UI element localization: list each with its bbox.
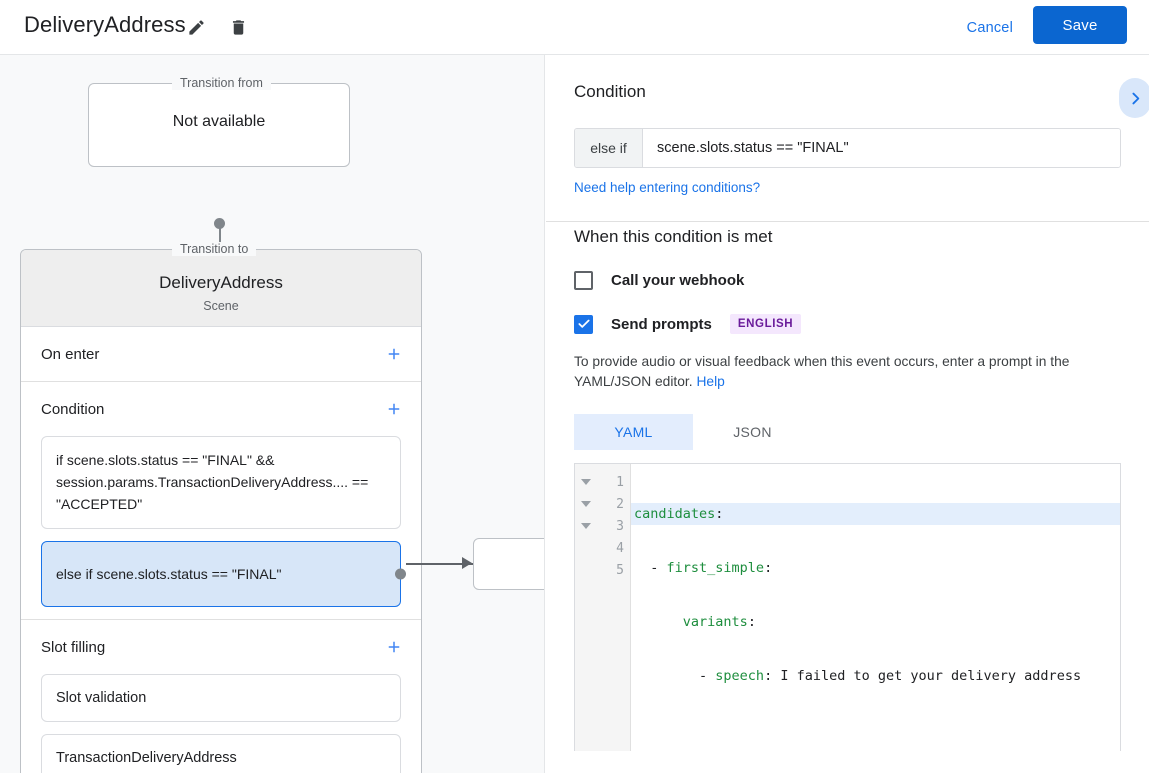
code-line[interactable]: [631, 719, 1120, 741]
scene-type: Scene: [203, 299, 239, 313]
edge-arrow-icon: [462, 557, 472, 569]
section-title: Condition: [41, 400, 105, 418]
code-indent: [634, 560, 650, 576]
top-app-bar: DeliveryAddress Cancel Save: [0, 0, 1149, 55]
fold-arrow-icon[interactable]: [581, 523, 591, 529]
yaml-editor[interactable]: 1 2 3 4 5 candidates: -: [574, 463, 1121, 751]
prompts-description: To provide audio or visual feedback when…: [574, 352, 1121, 392]
code-line[interactable]: variants:: [631, 611, 1120, 633]
plus-icon[interactable]: [381, 341, 407, 367]
section-title: On enter: [41, 345, 100, 363]
connector-dot: [394, 568, 406, 580]
condition-field-row: else if: [574, 128, 1121, 168]
transition-from-legend: Transition from: [172, 76, 271, 90]
code-colon: :: [764, 668, 773, 684]
fold-arrow-icon[interactable]: [581, 501, 591, 507]
send-prompts-label: Send prompts: [611, 315, 712, 333]
code-indent: [634, 614, 683, 630]
slot-item[interactable]: Slot validation: [41, 674, 401, 722]
condition-heading: Condition: [574, 82, 646, 101]
page-title: DeliveryAddress: [24, 12, 186, 37]
code-line[interactable]: candidates:: [631, 503, 1120, 525]
code-dash: -: [650, 560, 667, 576]
save-button[interactable]: Save: [1033, 6, 1127, 44]
flow-canvas[interactable]: Transition from Not available Transition…: [0, 55, 545, 773]
webhook-row: Call your webhook: [574, 271, 1121, 290]
code-key: speech: [715, 668, 765, 684]
plus-icon[interactable]: [381, 396, 407, 422]
condition-prefix: else if: [575, 129, 643, 167]
details-panel: Condition else if Need help entering con…: [546, 55, 1149, 773]
gutter-row[interactable]: 2: [575, 493, 630, 515]
section-slot-filling: Slot filling Slot validation Transaction…: [21, 620, 421, 773]
plus-icon[interactable]: [381, 634, 407, 660]
condition-help-link[interactable]: Need help entering conditions?: [574, 180, 761, 195]
line-number: 3: [616, 518, 624, 534]
tab-yaml[interactable]: YAML: [574, 414, 693, 450]
transition-to-legend: Transition to: [172, 242, 257, 256]
section-condition: Condition if scene.slots.status == "FINA…: [21, 382, 421, 620]
condition-item-selected[interactable]: else if scene.slots.status == "FINAL": [41, 541, 406, 607]
section-header-on-enter: On enter: [21, 327, 421, 381]
section-header-condition: Condition: [21, 382, 421, 436]
prompts-description-text: To provide audio or visual feedback when…: [574, 354, 1070, 389]
section-title: Slot filling: [41, 638, 106, 656]
editor-code-area[interactable]: candidates: - first_simple: variants: - …: [631, 464, 1120, 751]
cancel-button[interactable]: Cancel: [959, 13, 1021, 43]
call-webhook-checkbox[interactable]: [574, 271, 593, 290]
code-value: I failed to get your delivery address: [772, 668, 1082, 684]
line-number: 1: [616, 474, 624, 490]
pencil-icon[interactable]: [182, 13, 210, 41]
section-on-enter: On enter: [21, 327, 421, 382]
scene-header[interactable]: DeliveryAddress Scene: [21, 250, 421, 327]
condition-input[interactable]: [643, 129, 1120, 167]
transition-to-card: Transition to DeliveryAddress Scene On e…: [20, 242, 422, 773]
transition-from-card[interactable]: Transition from Not available: [88, 76, 350, 167]
language-chip: ENGLISH: [729, 314, 802, 334]
code-line[interactable]: - first_simple:: [631, 557, 1120, 579]
code-key: candidates: [634, 506, 716, 522]
gutter-row[interactable]: 3: [575, 515, 630, 537]
gutter-row[interactable]: 4: [575, 537, 630, 559]
edge-line: [406, 563, 476, 565]
gutter-row[interactable]: 5: [575, 559, 630, 581]
when-condition-met-section: When this condition is met Call your web…: [546, 197, 1149, 751]
code-key: variants: [682, 614, 748, 630]
call-webhook-label: Call your webhook: [611, 272, 745, 289]
fold-arrow-icon[interactable]: [581, 479, 591, 485]
section-header-slot-filling: Slot filling: [21, 620, 421, 674]
trash-icon[interactable]: [224, 13, 252, 41]
editor-gutter: 1 2 3 4 5: [575, 464, 631, 751]
scene-name: DeliveryAddress: [159, 273, 283, 292]
gutter-row[interactable]: 1: [575, 471, 630, 493]
code-dash: -: [699, 668, 716, 684]
code-key: first_simple: [666, 560, 765, 576]
editor-format-tabs: YAML JSON: [574, 414, 1121, 450]
code-indent: [634, 668, 699, 684]
code-colon: :: [764, 560, 773, 576]
line-number: 2: [616, 496, 624, 512]
send-prompts-row: Send prompts ENGLISH: [574, 314, 1121, 334]
panel-divider: [546, 221, 1149, 222]
help-link[interactable]: Help: [696, 374, 725, 389]
code-colon: :: [747, 614, 756, 630]
next-node-card[interactable]: [473, 538, 544, 590]
tab-json[interactable]: JSON: [733, 424, 772, 440]
when-met-heading: When this condition is met: [574, 227, 773, 246]
send-prompts-checkbox[interactable]: [574, 314, 593, 334]
code-colon: :: [715, 506, 724, 522]
transition-from-value: Not available: [172, 113, 266, 130]
condition-section: Condition else if Need help entering con…: [546, 55, 1149, 197]
condition-item[interactable]: if scene.slots.status == "FINAL" && sess…: [41, 436, 401, 529]
chevron-right-icon[interactable]: [1119, 78, 1149, 118]
line-number: 5: [616, 562, 624, 578]
code-line[interactable]: - speech: I failed to get your delivery …: [631, 665, 1120, 687]
line-number: 4: [616, 540, 624, 556]
condition-item-label: else if scene.slots.status == "FINAL": [56, 566, 282, 582]
slot-item[interactable]: TransactionDeliveryAddress: [41, 734, 401, 773]
